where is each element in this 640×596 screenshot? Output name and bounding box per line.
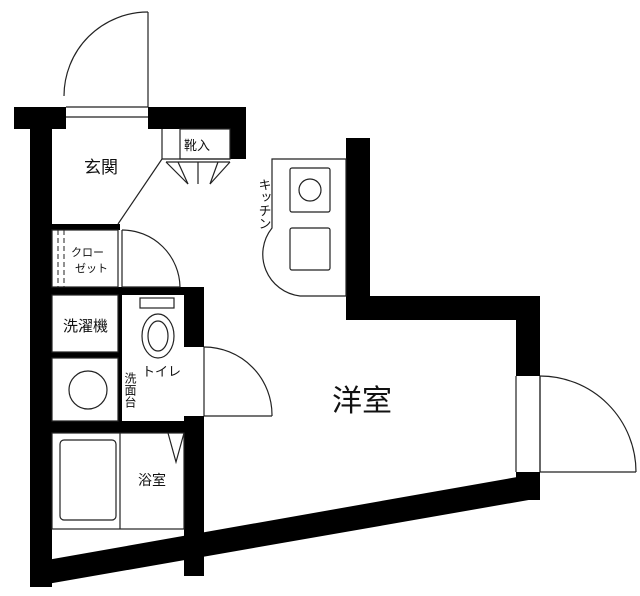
kitchen-counter: [262, 158, 347, 297]
bath-area: [51, 432, 185, 530]
toilet-fixture: [139, 297, 273, 417]
interior-walls: [52, 224, 204, 576]
label-bath: 浴室: [138, 472, 166, 489]
label-western-room: 洋室: [332, 384, 392, 419]
balcony-door: [515, 375, 637, 473]
label-closet-2: ゼット: [75, 262, 108, 275]
label-shoe-box: 靴入: [184, 139, 210, 154]
label-closet-1: クロー: [71, 246, 104, 259]
label-kitchen: キッチン: [256, 178, 271, 230]
label-toilet: トイレ: [142, 365, 181, 380]
entrance-door: [63, 11, 149, 118]
label-washbasin: 洗面台: [123, 372, 137, 408]
label-laundry: 洗濯機: [63, 317, 108, 335]
closet: [51, 229, 181, 288]
washbasin-area: [51, 357, 119, 422]
label-entrance: 玄関: [84, 158, 118, 178]
laundry-area: [51, 294, 119, 353]
exterior-walls: [14, 107, 540, 587]
shoe-box: [165, 128, 231, 185]
